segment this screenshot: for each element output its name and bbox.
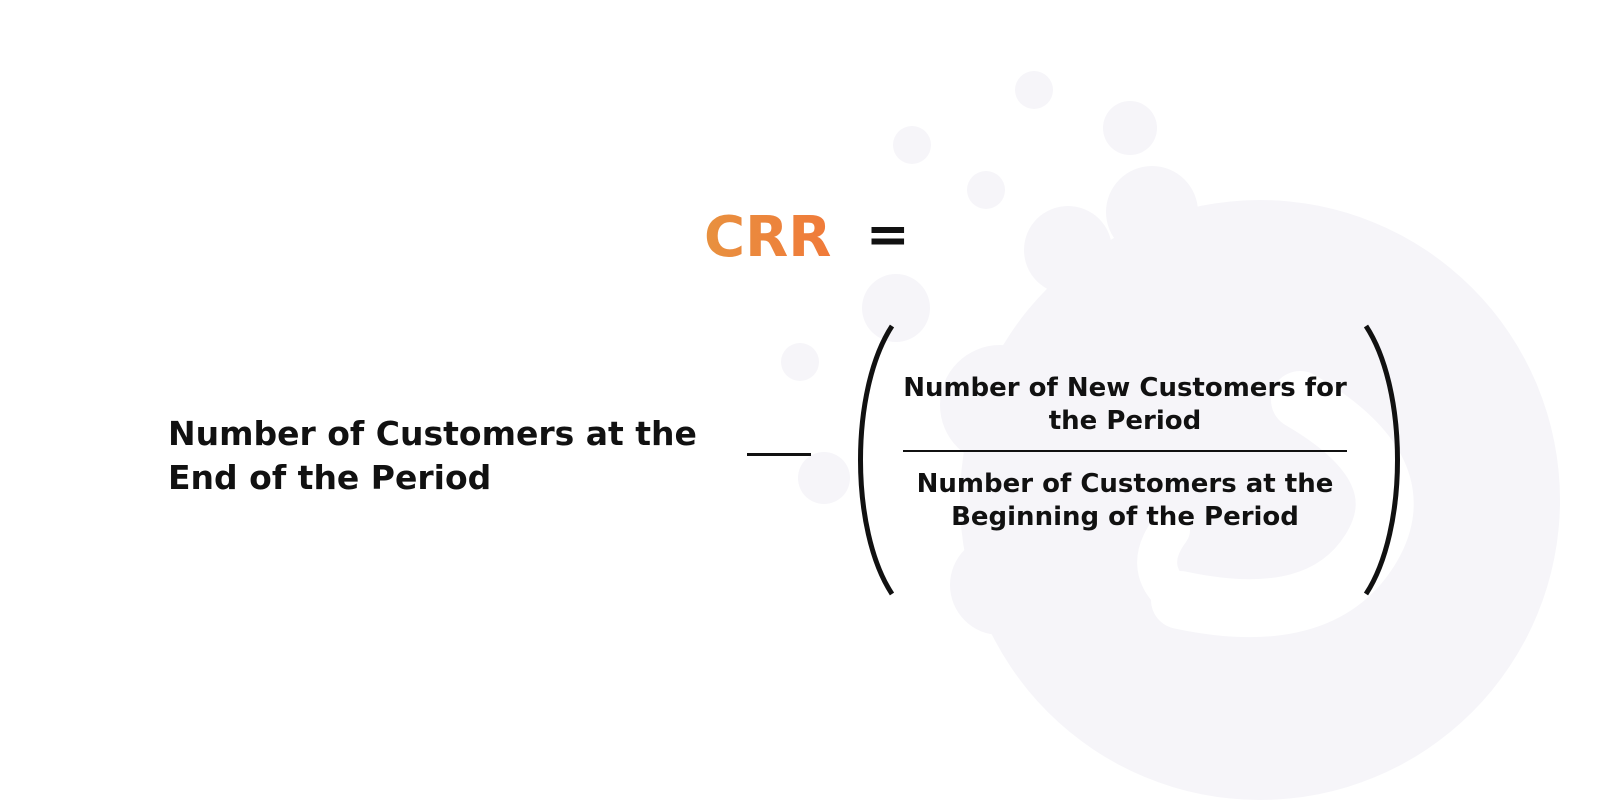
crr-text: CRR [704,205,831,270]
left-paren-icon [858,324,895,596]
fraction-bar [903,450,1347,452]
crr-label: CRR [704,205,831,270]
end-customers-term: Number of Customers at the End of the Pe… [168,414,697,497]
equals-sign: = [866,205,910,265]
formula-lhs: CRR = [704,198,910,272]
fraction-numerator: Number of New Customers for the Period [903,373,1347,436]
minus-sign [747,453,811,456]
fraction-denominator: Number of Customers at the Beginning of … [916,469,1334,532]
parentheses [858,324,1400,596]
right-paren-icon [1363,324,1400,596]
fraction: Number of New Customers for the Period N… [903,372,1347,534]
